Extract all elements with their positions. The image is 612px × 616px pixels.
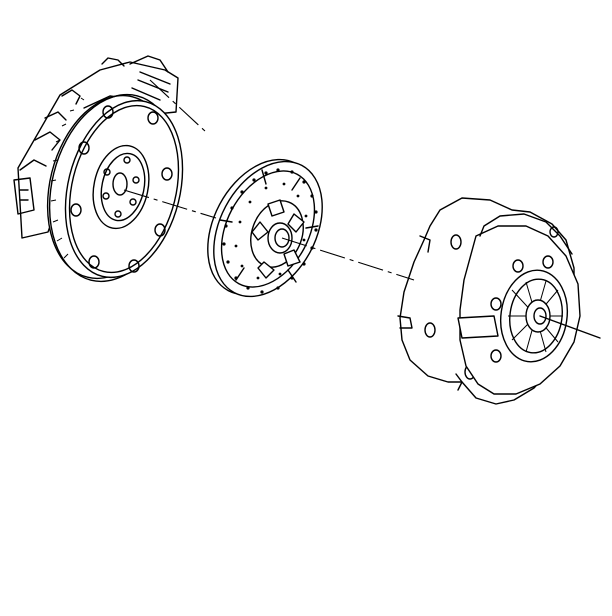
alignment-axis <box>123 79 601 339</box>
pressure-plate <box>397 197 581 405</box>
friction-rivets <box>222 168 318 294</box>
flywheel <box>46 93 184 283</box>
clutch-disc <box>207 158 323 298</box>
